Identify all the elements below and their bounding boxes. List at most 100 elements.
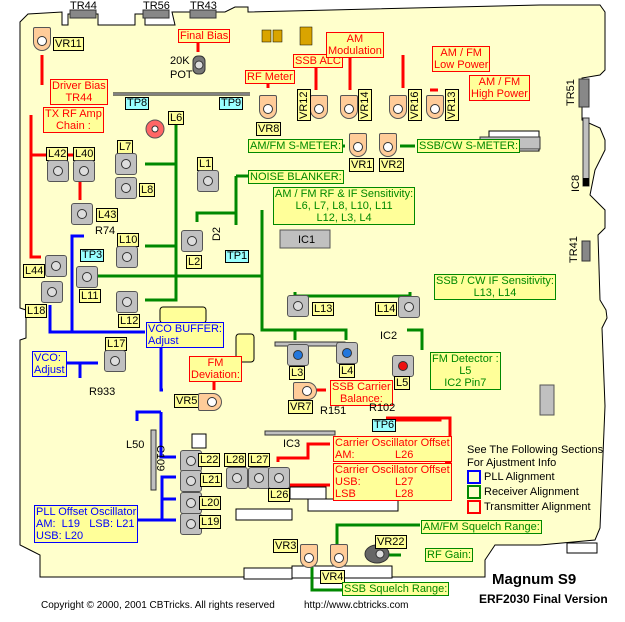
tr51-label: TR51 [565,79,577,106]
ssb-if-line2: L13, L14 [473,287,517,299]
vr2-trimmer[interactable] [379,133,397,157]
l14-coil[interactable] [398,296,420,318]
l21-coil[interactable] [180,470,202,492]
transmitter-legend-label: Transmitter Alignment [484,500,591,513]
l17-coil[interactable] [104,350,126,372]
carrier-osc-lsb-mode: LSB [335,488,356,500]
l40-coil[interactable] [73,160,95,182]
l18-label: L18 [25,304,48,318]
l8-label: L8 [139,183,156,197]
carrier-balance-line1: SSB Carrier [332,381,391,393]
rf-if-line3: L12, L3, L4 [316,212,372,224]
vr4-trimmer[interactable] [330,544,348,568]
am-modulation-callout: AM Modulation [326,32,384,58]
l28-label: L28 [224,453,247,467]
l18-coil[interactable] [41,281,63,303]
vco-adjust-line2: Adjust [34,364,65,376]
am-modulation-line2: Modulation [328,45,382,57]
l21-label: L21 [200,473,223,487]
vr8-label: VR8 [256,122,282,136]
l6-label: L6 [168,111,185,125]
driver-bias-callout: Driver Bias TR44 [50,79,108,105]
legend-heading-2: For Ajustment Info [467,457,557,469]
carrier-osc-am-line1: Carrier Oscillator Offset [335,437,450,449]
tx-rf-amp-line1: TX RF Amp [45,108,102,120]
ssb-carrier-balance-callout: SSB Carrier Balance: [330,380,393,406]
l2-label: L2 [186,255,203,269]
vr4-label: VR4 [320,570,346,584]
ssb-alc-callout: SSB ALC [293,54,343,68]
l27-coil[interactable] [248,467,270,489]
ssb-cw-if-callout: SSB / CW IF Sensitivity: L13, L14 [434,274,556,300]
vco-buffer-line1: VCO BUFFER: [148,323,222,335]
vr14-trimmer[interactable] [340,95,358,119]
am-fm-s-meter-callout: AM/FM S-METER: [248,139,344,153]
ic1-label: IC1 [298,234,316,246]
tp6-label: TP6 [372,419,397,432]
l10-coil[interactable] [116,246,138,268]
carrier-osc-am-coil: L26 [395,449,414,461]
r102-label: R102 [369,402,396,414]
ic3-label: IC3 [283,438,301,450]
vr5-trimmer[interactable] [198,393,222,411]
l26-coil[interactable] [268,467,290,489]
vr16-trimmer[interactable] [389,95,407,119]
vr13-trimmer[interactable] [426,95,444,119]
am-fm-rf-if-callout: AM / FM RF & IF Sensitivity: L6, L7, L8,… [273,187,416,225]
high-power-line1: AM / FM [478,76,521,88]
website-link[interactable]: http://www.cbtricks.com [304,600,409,611]
carrier-osc-ssb-line1: Carrier Oscillator Offset [335,464,450,476]
vr3-trimmer[interactable] [300,544,318,568]
l19-coil[interactable] [180,513,202,535]
l43-coil[interactable] [71,203,93,225]
l19-label: L19 [199,515,222,529]
receiver-legend-swatch [467,485,481,499]
l42-coil[interactable] [47,160,69,182]
carrier-osc-usb-coil: L27 [395,476,414,488]
carrier-osc-am-mode: AM: [335,449,355,461]
l4-coil[interactable] [336,342,358,364]
vr12-trimmer[interactable] [310,95,328,119]
l8-coil[interactable] [115,177,137,199]
tx-rf-amp-callout: TX RF Amp Chain : [43,107,104,133]
vr1-trimmer[interactable] [349,133,367,157]
copyright-text: Copyright © 2000, 2001 CBTricks. All rig… [41,600,275,611]
l11-label: L11 [79,289,101,303]
carrier-osc-am-callout: Carrier Oscillator Offset AM: L26 [333,436,452,462]
l40-label: L40 [73,147,96,161]
legend-item-receiver: Receiver Alignment [467,485,579,499]
vco-buffer-callout: VCO BUFFER: Adjust [146,322,224,348]
l2-coil[interactable] [181,230,203,252]
l50-label: L50 [126,439,145,451]
l13-coil[interactable] [287,295,309,317]
pll-offset-line2: AM: L19 LSB: L21 [36,518,135,530]
l11-coil[interactable] [76,266,98,288]
vco-adjust-line1: VCO: [34,352,61,364]
l12-coil[interactable] [116,291,138,313]
fm-deviation-callout: FM Deviation: [189,356,242,382]
tr44-label: TR44 [70,0,97,12]
diagram-title: Magnum S9 [492,571,577,588]
vr11-label: VR11 [53,37,84,51]
l44-coil[interactable] [45,255,67,277]
receiver-legend-label: Receiver Alignment [484,485,579,498]
l44-label: L44 [23,264,46,278]
l7-coil[interactable] [115,153,137,175]
l1-coil[interactable] [197,170,219,192]
l22-label: L22 [198,453,221,467]
vr11-trimmer[interactable] [33,27,51,51]
l28-coil[interactable] [226,467,248,489]
pll-legend-label: PLL Alignment [484,470,555,483]
vr7-trimmer[interactable] [293,382,317,400]
l5-coil[interactable] [392,355,414,377]
l3-coil[interactable] [287,344,309,366]
r151-label: R151 [320,405,347,417]
pot-20k-label: 20K [170,55,190,67]
fm-detector-line1: FM Detector : [432,353,499,365]
am-modulation-line1: AM [346,33,364,45]
fm-detector-line3: IC2 Pin7 [444,377,487,389]
vr8-trimmer[interactable] [259,95,277,119]
tr43-label: TR43 [190,0,217,12]
l14-label: L14 [375,302,398,316]
